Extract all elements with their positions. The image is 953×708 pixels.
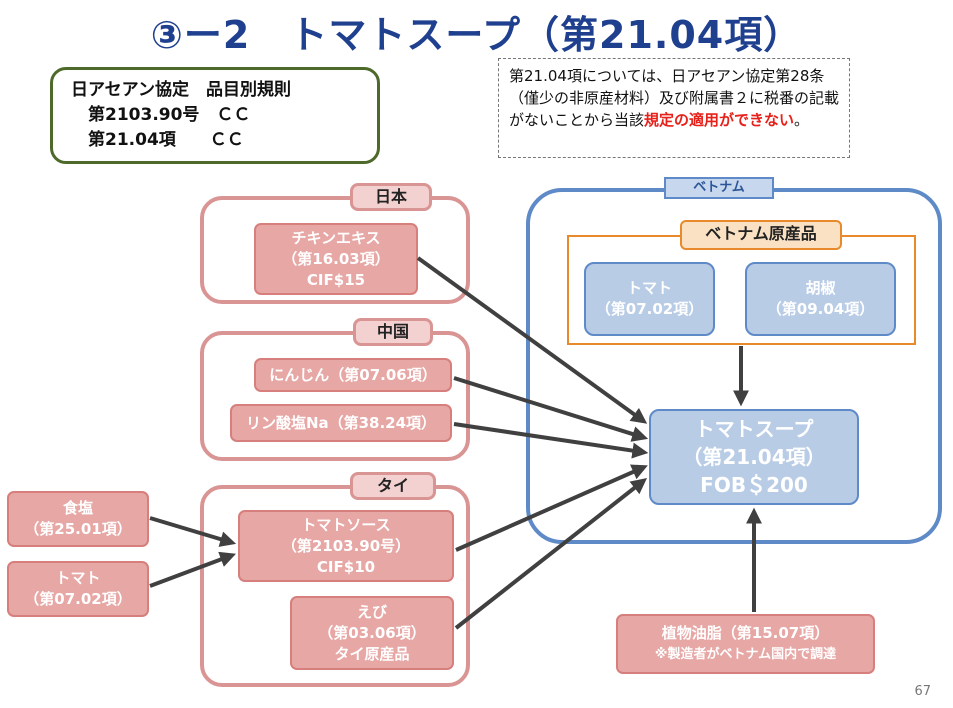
- note-suffix: 。: [794, 111, 810, 129]
- carrot-text: にんじん（第07.06項）: [269, 365, 437, 384]
- sodium-phosphate-box: リン酸塩Na（第38.24項）: [230, 404, 452, 442]
- shrimp-origin: タイ原産品: [334, 644, 410, 663]
- vegetable-oil-box: 植物油脂（第15.07項） ※製造者がベトナム国内で調達: [616, 614, 875, 674]
- input-tomato-box: トマト （第07.02項）: [7, 561, 149, 617]
- china-label: 中国: [353, 318, 433, 346]
- arrow-chicken-to-soup: [416, 256, 648, 424]
- salt-code: （第25.01項）: [24, 520, 132, 538]
- carrot-box: にんじん（第07.06項）: [254, 358, 452, 392]
- rule-21-04: 第21.04項 ＣＣ: [71, 130, 244, 150]
- japan-label: 日本: [350, 183, 432, 211]
- shrimp-code: （第03.06項）: [318, 623, 426, 642]
- vegetable-oil-source: ※製造者がベトナム国内で調達: [654, 647, 837, 662]
- vn-tomato-box: トマト （第07.02項）: [584, 262, 715, 336]
- chicken-extract-name: チキンエキス: [291, 228, 381, 247]
- rule-2103-90: 第2103.90号 ＣＣ: [71, 105, 251, 125]
- arrow-phosphate-to-soup: [453, 422, 649, 459]
- page-number: 67: [914, 684, 931, 699]
- arrow-sauce-to-soup: [455, 464, 648, 552]
- arrow-carrot-to-soup: [453, 376, 649, 442]
- tomato-sauce-box: トマトソース （第2103.90号） CIF$10: [238, 510, 454, 582]
- tomato-soup-code: （第21.04項）: [682, 445, 826, 469]
- arrow-salt-to-sauce: [149, 516, 237, 547]
- salt-name: 食塩: [62, 499, 93, 517]
- arrow-shrimp-to-soup: [454, 478, 648, 630]
- vn-tomato-name: トマト: [626, 279, 672, 297]
- tomato-sauce-code: （第2103.90号）: [281, 536, 411, 555]
- thailand-label: タイ: [350, 472, 436, 500]
- de-minimis-note: 第21.04項については、日アセアン協定第28条（僅少の非原産材料）及び附属書２…: [498, 58, 850, 158]
- vietnam-label: ベトナム: [664, 177, 774, 199]
- chicken-extract-code: （第16.03項）: [282, 249, 390, 268]
- salt-box: 食塩 （第25.01項）: [7, 491, 149, 547]
- tomato-sauce-name: トマトソース: [301, 515, 391, 534]
- tomato-soup-name: トマトスープ: [694, 417, 814, 441]
- shrimp-name: えび: [356, 602, 387, 621]
- rules-heading: 日アセアン協定 品目別規則: [71, 80, 291, 100]
- tomato-soup-box: トマトスープ （第21.04項） FOB＄200: [649, 409, 859, 505]
- rules-of-origin-box: 日アセアン協定 品目別規則 第2103.90号 ＣＣ 第21.04項 ＣＣ: [50, 67, 380, 164]
- pepper-box: 胡椒 （第09.04項）: [745, 262, 896, 336]
- vietnam-origin-label: ベトナム原産品: [680, 220, 842, 250]
- note-text: 第21.04項については、日アセアン協定第28条（僅少の非原産材料）及び附属書２…: [509, 67, 840, 129]
- vn-tomato-code: （第07.02項）: [595, 300, 704, 318]
- shrimp-box: えび （第03.06項） タイ原産品: [290, 596, 454, 670]
- chicken-extract-box: チキンエキス （第16.03項） CIF$15: [254, 223, 418, 295]
- pepper-name: 胡椒: [805, 279, 836, 297]
- tomato-sauce-price: CIF$10: [316, 557, 376, 576]
- pepper-code: （第09.04項）: [766, 300, 875, 318]
- input-tomato-code: （第07.02項）: [24, 590, 132, 608]
- sodium-phosphate-text: リン酸塩Na（第38.24項）: [245, 413, 437, 432]
- chicken-extract-price: CIF$15: [306, 270, 366, 289]
- page-title: ③ー2 トマトスープ（第21.04項）: [150, 13, 803, 57]
- vegetable-oil-name: 植物油脂（第15.07項）: [661, 624, 830, 642]
- arrow-input-tomato-to-sauce: [149, 551, 236, 588]
- note-emphasis: 規定の適用ができない: [644, 111, 795, 129]
- tomato-soup-price: FOB＄200: [700, 473, 808, 497]
- input-tomato-name: トマト: [55, 569, 101, 587]
